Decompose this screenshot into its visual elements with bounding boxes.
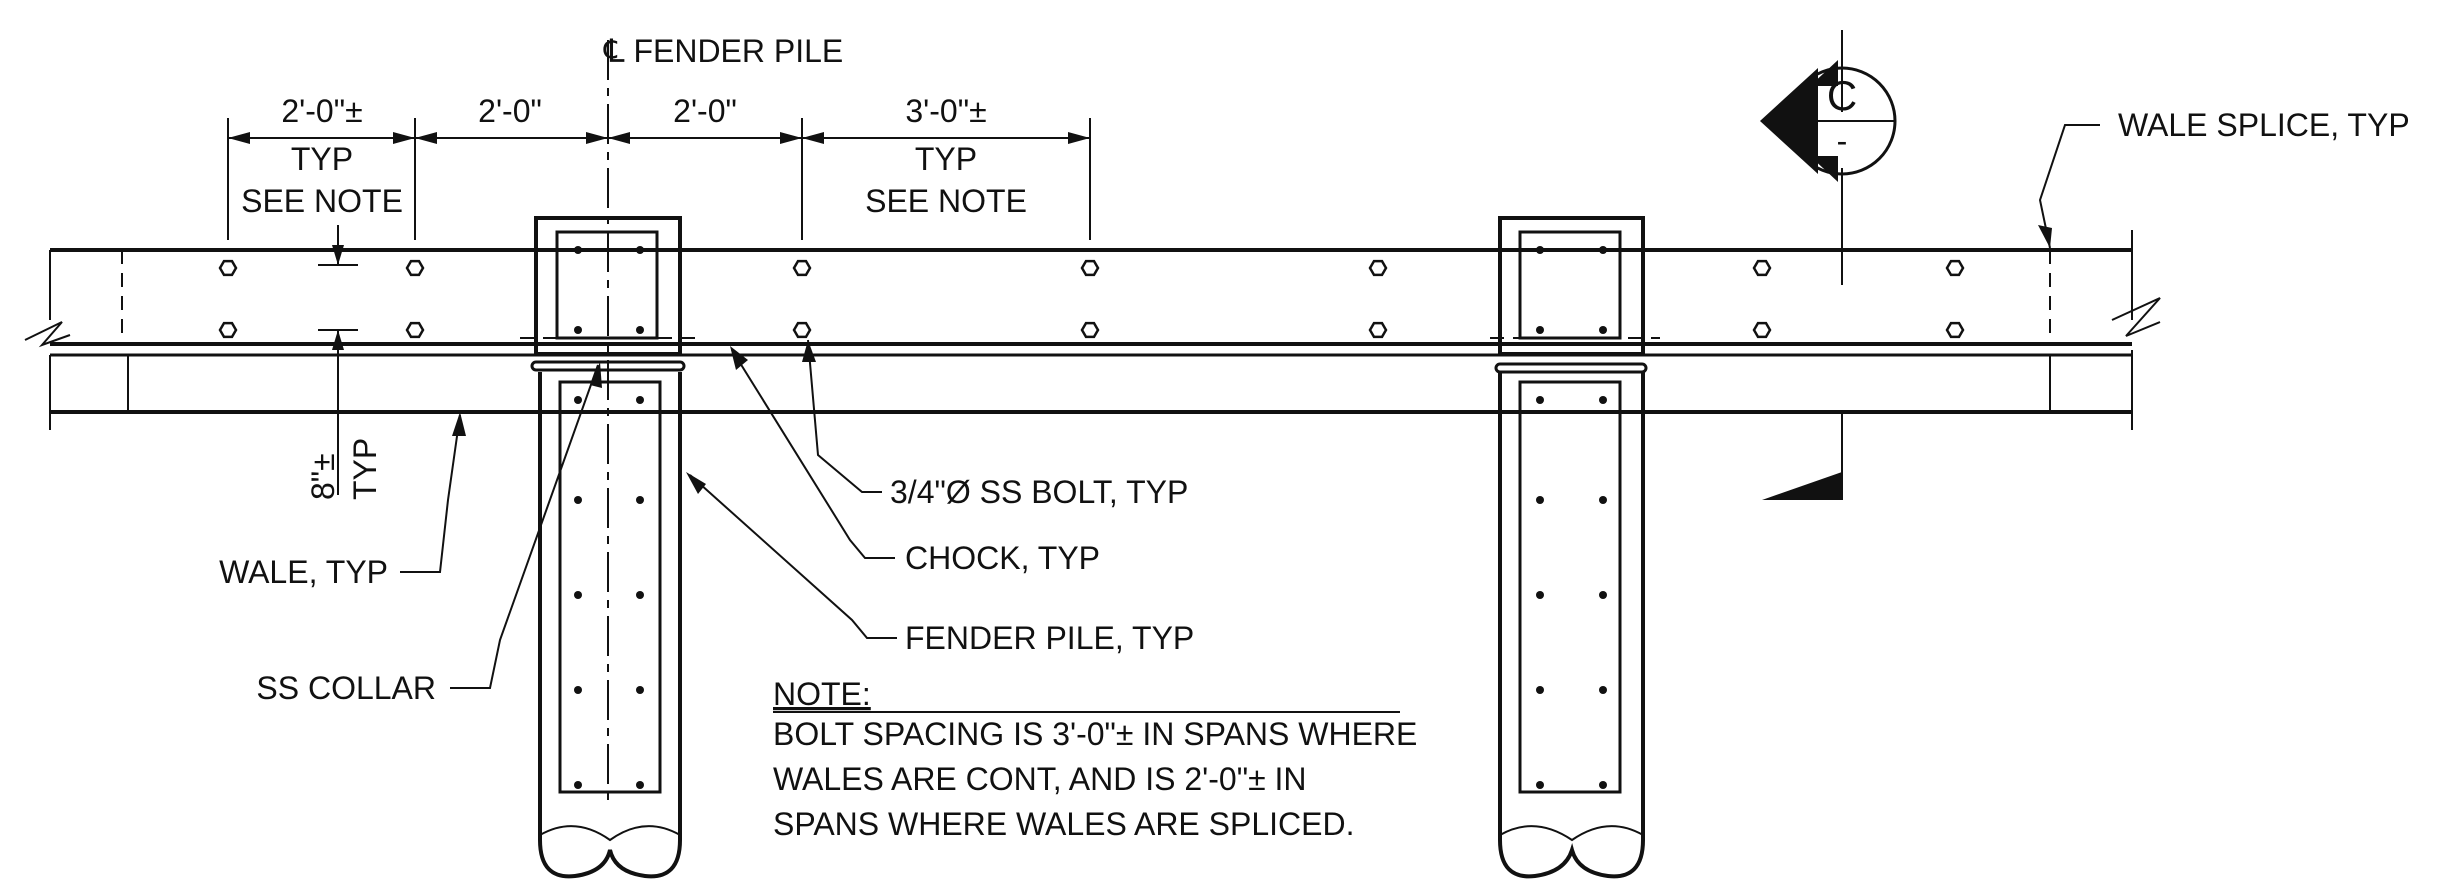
pile-bolt-dot-19 — [1599, 396, 1607, 404]
pile-bolt-dots — [574, 246, 1607, 789]
pile-bolt-dot-16 — [1536, 326, 1544, 334]
wale-bolt-9 — [1368, 321, 1388, 339]
note-line-3: SPANS WHERE WALES ARE SPLICED. — [773, 806, 1354, 842]
dim-2-value: 2'-0" — [478, 93, 542, 129]
wale-bolt-5 — [792, 321, 812, 339]
wale-bolt-4 — [792, 259, 812, 277]
dim-1-note: SEE NOTE — [241, 183, 403, 219]
pile-bolt-dot-15 — [1599, 246, 1607, 254]
wale-bolt-12 — [1945, 259, 1965, 277]
fender-pile-left — [520, 216, 700, 879]
pile-bolt-dot-26 — [1536, 781, 1544, 789]
fender-pile-label: FENDER PILE, TYP — [905, 620, 1194, 656]
vertical-dimension — [318, 225, 358, 495]
pile-bolt-dot-22 — [1536, 591, 1544, 599]
section-letter: C — [1827, 72, 1857, 119]
dim-1-value: 2'-0"± — [281, 93, 362, 129]
wale-bolt-6 — [1080, 259, 1100, 277]
centerline-title: ℄ FENDER PILE — [603, 33, 843, 69]
section-sheet: - — [1837, 123, 1848, 159]
note-line-2: WALES ARE CONT, AND IS 2'-0"± IN — [773, 761, 1307, 797]
bolt-label: 3/4"Ø SS BOLT, TYP — [890, 474, 1188, 510]
pile-bolt-dot-8 — [574, 591, 582, 599]
pile-bolt-dot-20 — [1536, 496, 1544, 504]
dim-1-typ: TYP — [291, 141, 353, 177]
wale-bolt-11 — [1752, 321, 1772, 339]
pile-bolt-dot-9 — [636, 591, 644, 599]
left-break-symbol — [24, 321, 71, 348]
wale-bolt-3 — [405, 321, 425, 339]
wale-bolt-7 — [1080, 321, 1100, 339]
ss-collar-label: SS COLLAR — [256, 670, 436, 706]
pile-bolt-dot-10 — [574, 686, 582, 694]
dim-4-typ: TYP — [915, 141, 977, 177]
wale-bolts — [218, 259, 1965, 339]
pile-bolt-dot-25 — [1599, 686, 1607, 694]
pile-bolt-dot-4 — [574, 396, 582, 404]
pile-bolt-dot-11 — [636, 686, 644, 694]
note-heading: NOTE: — [773, 676, 871, 712]
dim-4-value: 3'-0"± — [905, 93, 986, 129]
wale-bolt-8 — [1368, 259, 1388, 277]
pile-bolt-dot-27 — [1599, 781, 1607, 789]
dim-4-note: SEE NOTE — [865, 183, 1027, 219]
dim-3-value: 2'-0" — [673, 93, 737, 129]
pile-bolt-dot-6 — [574, 496, 582, 504]
note-line-1: BOLT SPACING IS 3'-0"± IN SPANS WHERE — [773, 716, 1417, 752]
vertical-dim-value: 8"± — [305, 453, 341, 500]
wale-bolt-10 — [1752, 259, 1772, 277]
wale-bolt-13 — [1945, 321, 1965, 339]
pile-bolt-dot-12 — [574, 781, 582, 789]
pile-bolt-dot-5 — [636, 396, 644, 404]
pile-bolt-dot-14 — [1536, 246, 1544, 254]
pile-bolt-dot-24 — [1536, 686, 1544, 694]
pile-bolt-dot-23 — [1599, 591, 1607, 599]
fender-pile-right — [1490, 216, 1660, 879]
pile-bolt-dot-0 — [574, 246, 582, 254]
section-marker — [1760, 30, 1897, 500]
pile-bolt-dot-18 — [1536, 396, 1544, 404]
right-break-symbol — [2111, 297, 2161, 337]
chock-label: CHOCK, TYP — [905, 540, 1100, 576]
pile-bolt-dot-13 — [636, 781, 644, 789]
wale-bolt-2 — [405, 259, 425, 277]
wale-splice-label: WALE SPLICE, TYP — [2118, 107, 2410, 143]
pile-bolt-dot-17 — [1599, 326, 1607, 334]
wale-bolt-0 — [218, 259, 238, 277]
section-arrow-bottom — [1762, 472, 1842, 500]
wale-label: WALE, TYP — [219, 554, 388, 590]
pile-bolt-dot-1 — [636, 246, 644, 254]
dimension-string — [227, 118, 1091, 240]
pile-bolt-dot-3 — [636, 326, 644, 334]
leaders — [400, 124, 2100, 689]
vertical-dim-typ: TYP — [347, 438, 383, 500]
pile-bolt-dot-2 — [574, 326, 582, 334]
wale-bolt-1 — [218, 321, 238, 339]
wale-assembly — [24, 230, 2161, 430]
pile-bolt-dot-21 — [1599, 496, 1607, 504]
pile-bolt-dot-7 — [636, 496, 644, 504]
